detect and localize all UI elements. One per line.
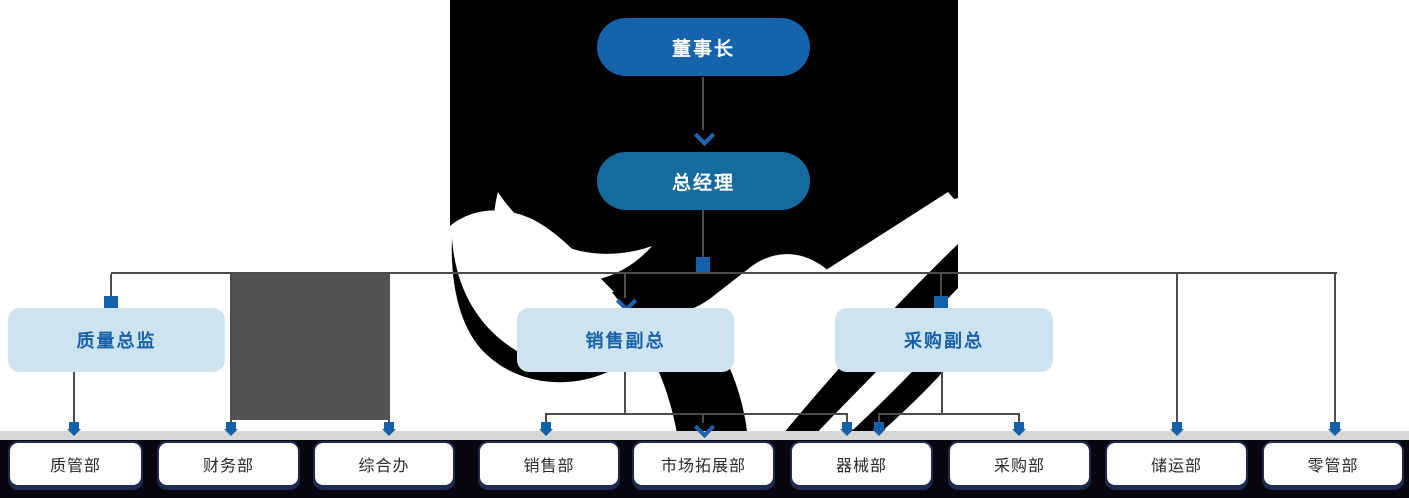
connector-node-square [934, 296, 948, 309]
node-dept-devices: 器械部 [790, 441, 933, 487]
dept-label: 市场拓展部 [660, 458, 746, 475]
node-dept-finance: 财务部 [157, 441, 300, 487]
drop-device-left [846, 413, 848, 424]
node-quality-director: 质量总监 [8, 308, 225, 372]
drop-retail [1334, 274, 1336, 423]
node-dept-purchasing: 采购部 [948, 441, 1091, 487]
node-dept-sales: 销售部 [478, 441, 620, 487]
node-chairman-label: 董事长 [671, 38, 735, 60]
dept-label: 器械部 [835, 458, 887, 475]
arrow-down-pin-icon [539, 422, 553, 436]
connector-node-square [104, 296, 118, 309]
arrow-down-pin-icon [382, 422, 396, 436]
connector-chairman-gm [702, 77, 704, 130]
gray-overlay-block [232, 274, 390, 420]
node-dept-market-expansion: 市场拓展部 [632, 441, 775, 487]
node-purchasing-vp: 采购副总 [835, 308, 1053, 372]
node-dept-storage-transport: 储运部 [1105, 441, 1248, 487]
connector-gm-bus [702, 210, 704, 258]
purchasing-riser [941, 372, 943, 414]
node-sales-vp-label: 销售副总 [585, 331, 666, 351]
drop-quality-director [110, 274, 112, 298]
arrow-down-pin-icon [840, 422, 854, 436]
arrow-down-pin-icon [1012, 422, 1026, 436]
dept-label: 综合办 [358, 458, 410, 475]
drop-market-dept [702, 413, 704, 423]
node-quality-director-label: 质量总监 [76, 331, 157, 351]
node-general-manager-label: 总经理 [671, 172, 735, 194]
node-dept-admin-office: 综合办 [313, 441, 455, 487]
connector-node-square [696, 257, 710, 273]
dept-label: 储运部 [1150, 458, 1202, 475]
dept-label: 财务部 [202, 458, 254, 475]
drop-device-right [878, 413, 880, 424]
arrow-down-pin-icon [1170, 422, 1184, 436]
drop-finance [230, 274, 232, 423]
node-dept-retail-mgmt: 零管部 [1262, 441, 1404, 487]
arrow-down-pin-icon [224, 422, 238, 436]
sales-riser [624, 372, 626, 414]
drop-sales-dept [545, 413, 547, 424]
dept-label: 销售部 [523, 458, 575, 475]
node-purchasing-vp-label: 采购副总 [904, 331, 984, 351]
light-gray-strip [0, 431, 1409, 440]
node-dept-qm: 质管部 [8, 441, 143, 487]
arrow-down-pin-icon [1328, 422, 1342, 436]
sales-subbus [546, 413, 848, 415]
drop-purchase-dept [1018, 413, 1020, 424]
dept-label: 采购部 [993, 458, 1045, 475]
node-sales-vp: 销售副总 [517, 308, 734, 372]
node-chairman: 董事长 [597, 18, 810, 76]
arrow-down-pin-icon [872, 422, 886, 436]
purchasing-subbus [879, 413, 1020, 415]
dept-label: 零管部 [1307, 458, 1359, 475]
drop-qm-dept [73, 372, 75, 424]
dept-label: 质管部 [49, 458, 101, 475]
node-general-manager: 总经理 [597, 152, 810, 210]
bus-line [111, 272, 1337, 274]
drop-storage [1176, 274, 1178, 423]
drop-sales-vp [624, 274, 626, 298]
drop-purchasing-vp [940, 274, 942, 298]
arrow-down-pin-icon [67, 422, 81, 436]
